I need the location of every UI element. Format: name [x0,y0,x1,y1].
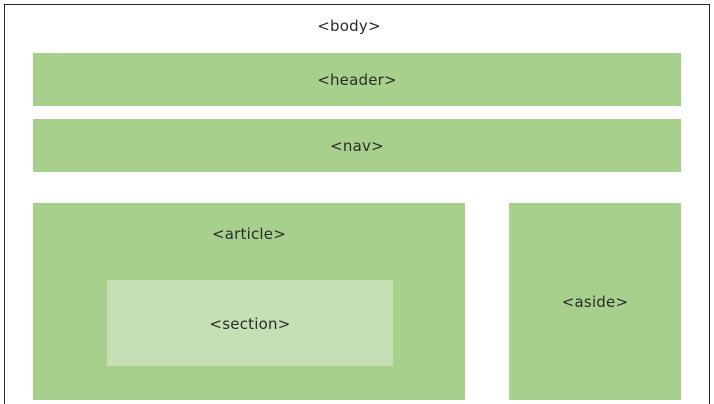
section-label: <section> [209,315,291,333]
nav-label: <nav> [330,137,384,155]
body-label: <body> [317,17,381,35]
article-label: <article> [212,225,286,243]
aside-label: <aside> [561,293,629,311]
header-label: <header> [317,71,397,89]
header-block: <header> [33,53,681,106]
nav-block: <nav> [33,119,681,172]
section-block: <section> [107,280,393,366]
aside-block: <aside> [509,203,681,400]
article-block: <article> <section> [33,203,465,400]
